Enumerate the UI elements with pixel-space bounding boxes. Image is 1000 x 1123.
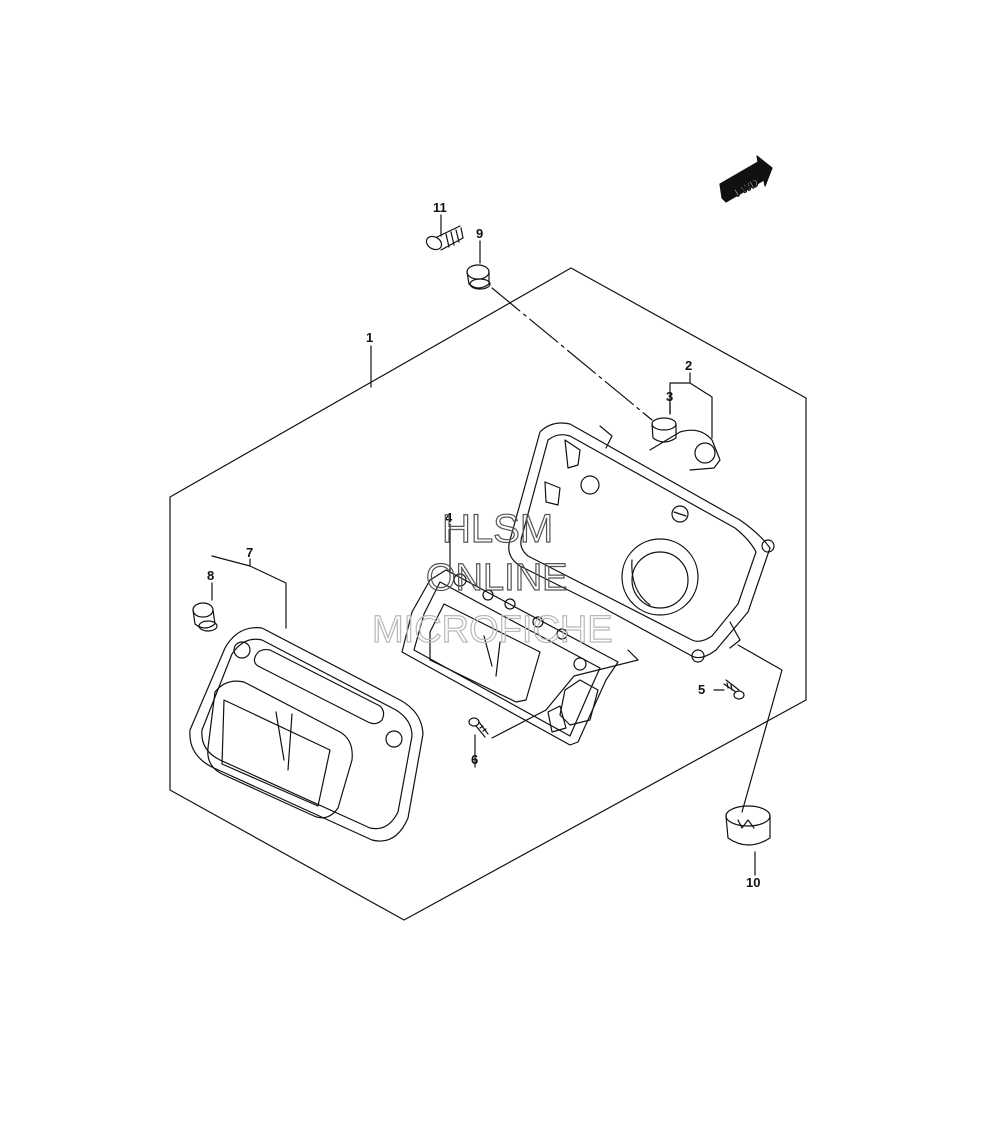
callout-3: 3 xyxy=(666,389,673,404)
screw-part-5 xyxy=(723,679,745,700)
callout-10: 10 xyxy=(746,875,760,890)
watermark-line-3: MICROFICHE xyxy=(372,609,613,651)
screw-part-6 xyxy=(468,717,489,738)
callout-8: 8 xyxy=(207,568,214,583)
meter-lens-part-7 xyxy=(189,627,424,842)
grommet-part-9 xyxy=(466,264,491,290)
fwd-arrow-icon: FWD xyxy=(719,155,773,203)
bolt-part-11 xyxy=(425,225,464,251)
cushion-part-3 xyxy=(651,417,677,443)
alignment-line xyxy=(491,287,653,421)
meter-board-part-4 xyxy=(401,569,619,746)
callout-7: 7 xyxy=(246,545,253,560)
callout-11: 11 xyxy=(433,200,447,215)
callout-labels: 1 2 3 4 5 6 7 8 9 10 11 xyxy=(207,200,760,890)
bulb-socket-part-10 xyxy=(725,805,771,846)
callout-4: 4 xyxy=(445,510,453,525)
callout-1: 1 xyxy=(366,330,373,345)
callout-6: 6 xyxy=(471,752,478,767)
callout-2: 2 xyxy=(685,358,692,373)
watermark: HLSM ONLINE MICROFICHE xyxy=(371,506,613,651)
assembly-boundary xyxy=(169,267,807,921)
watermark-line-2: ONLINE xyxy=(426,557,567,599)
grommet-part-8 xyxy=(192,602,218,632)
callout-5: 5 xyxy=(698,682,705,697)
meter-case-part-2 xyxy=(508,422,775,663)
watermark-line-1: HLSM xyxy=(442,507,553,551)
leader-lines xyxy=(211,214,783,876)
callout-9: 9 xyxy=(476,226,483,241)
